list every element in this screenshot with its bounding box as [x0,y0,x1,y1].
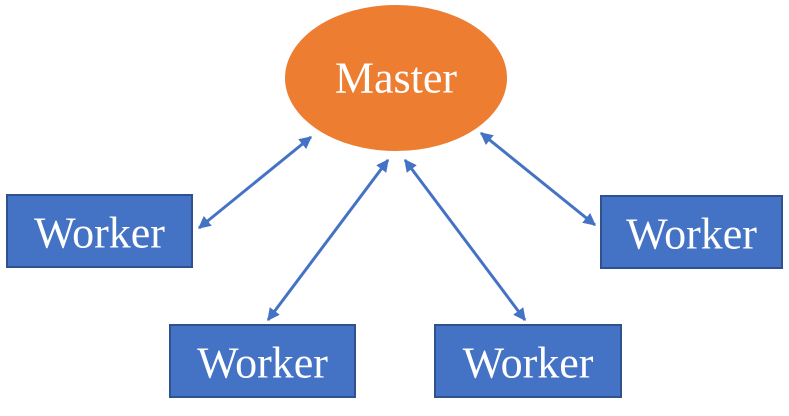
worker-box [434,324,622,398]
arrow-master-worker-bottom-left [266,158,390,322]
arrow-master-worker-right [480,131,596,227]
worker-node-bottom-left: Worker [169,324,356,398]
worker-box [600,195,783,269]
master-label: Master [335,54,458,103]
worker-box [6,194,193,268]
worker-node-left: Worker [6,194,193,268]
arrow-master-worker-bottom-right [403,158,527,322]
worker-label: Worker [463,339,594,388]
master-ellipse [285,5,507,151]
arrow-master-worker-left [198,135,312,230]
worker-label: Worker [197,339,328,388]
worker-box [169,324,356,398]
worker-label: Worker [34,209,165,258]
master-node: Master [285,5,507,151]
worker-node-right: Worker [600,195,783,269]
connectors [198,131,596,322]
worker-label: Worker [626,210,757,259]
worker-node-bottom-right: Worker [434,324,622,398]
